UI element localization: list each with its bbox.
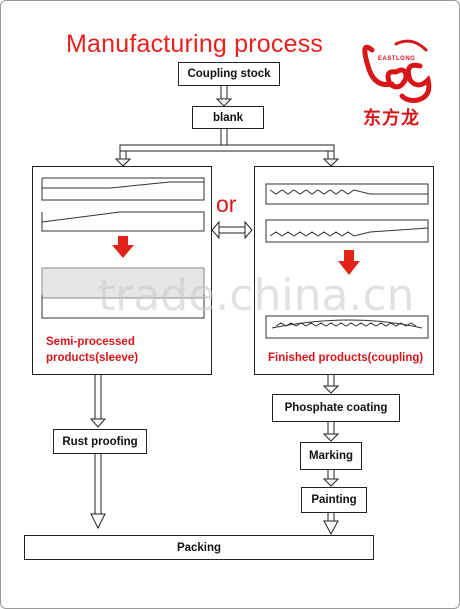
sleeve-label-line1: Semi-processed (46, 336, 135, 348)
sleeve-label-line2: products(sleeve) (46, 352, 139, 364)
coupling-label: Finished products(coupling) (268, 352, 424, 364)
marking-box: Marking (300, 442, 362, 470)
blank-box: blank (192, 106, 264, 129)
phosphate-coating-box: Phosphate coating (272, 394, 400, 422)
painting-box: Painting (301, 487, 367, 513)
watermark-text: trade.china.cn (98, 270, 415, 321)
logo-brand-text: EASTLONG (378, 56, 416, 62)
or-label: or (216, 191, 237, 217)
rust-proofing-box: Rust proofing (53, 429, 147, 454)
packing-box: Packing (24, 535, 374, 560)
diagram-title: Manufacturing process (66, 30, 324, 58)
logo-chinese-text: 东方龙 (363, 108, 420, 129)
coupling-stock-box: Coupling stock (178, 62, 280, 86)
